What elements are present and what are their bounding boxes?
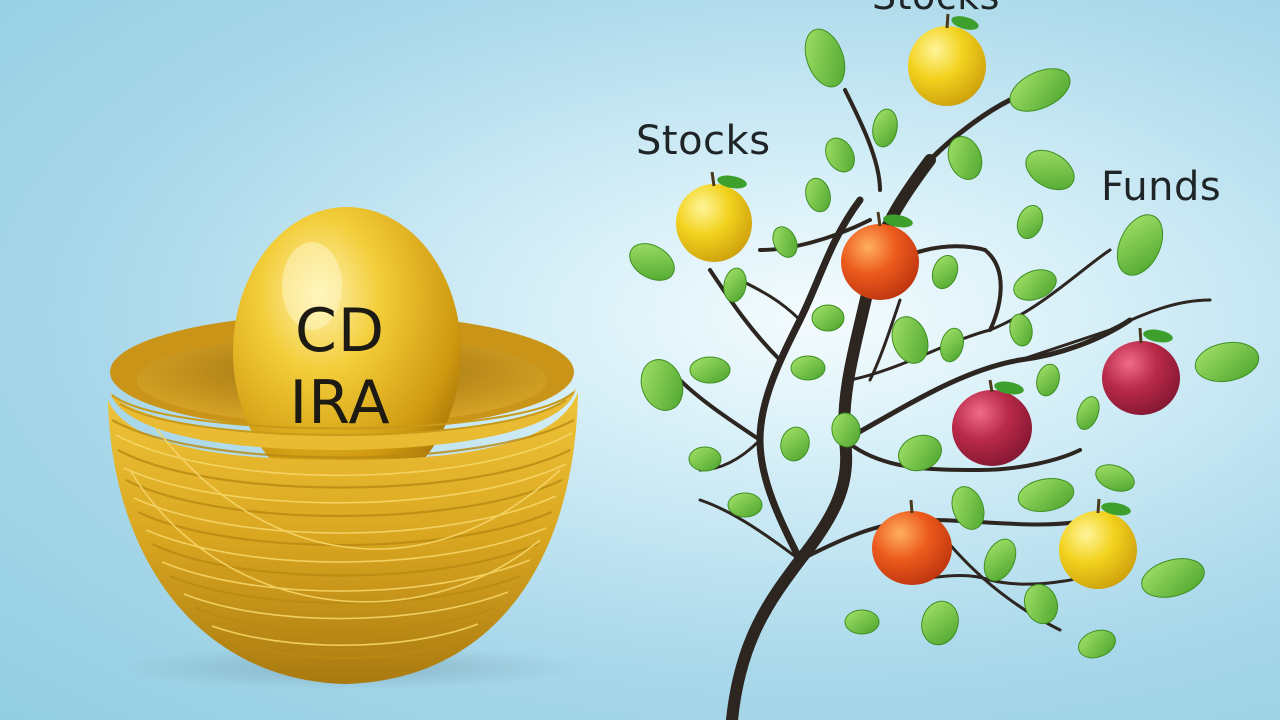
egg-label-line1: CD xyxy=(294,296,386,366)
apple-icon xyxy=(872,499,952,585)
leaf-icon xyxy=(831,412,861,448)
leaf-icon xyxy=(689,356,731,384)
apple-tree-icon xyxy=(629,13,1260,720)
leaf-icon xyxy=(931,255,959,289)
leaf-icon xyxy=(1095,464,1135,492)
leaf-icon xyxy=(772,226,798,258)
leaf-icon xyxy=(640,359,684,411)
leaf-icon xyxy=(1013,269,1057,301)
leaf-icon xyxy=(723,267,747,303)
leaf-icon xyxy=(921,600,959,646)
leaf-icon xyxy=(1076,396,1100,430)
leaf-icon xyxy=(1078,629,1116,659)
leaf-icon xyxy=(811,304,845,332)
straw-nest-icon xyxy=(108,207,578,684)
leaf-icon xyxy=(951,486,985,530)
leaf-icon xyxy=(872,108,898,148)
leaf-icon xyxy=(629,243,675,281)
leaf-icon xyxy=(804,28,846,88)
leaf-icon xyxy=(947,136,983,180)
apple-icon xyxy=(952,379,1032,466)
leaf-icon xyxy=(1025,149,1075,191)
leaf-icon xyxy=(891,316,929,364)
tree-label-top: Stocks xyxy=(872,0,1000,18)
tree-label-stocks: Stocks xyxy=(636,118,771,164)
tree-label-funds: Funds xyxy=(1101,164,1222,210)
apple-icon xyxy=(1102,327,1180,415)
apple-icon xyxy=(1059,498,1137,589)
leaf-icon xyxy=(898,434,942,472)
leaf-icon xyxy=(1009,313,1033,347)
leaf-icon xyxy=(688,446,722,472)
apple-icon xyxy=(676,171,752,262)
leaf-icon xyxy=(1141,558,1205,598)
golden-egg-icon xyxy=(233,207,461,497)
egg-label-line2: IRA xyxy=(289,368,391,438)
leaf-icon xyxy=(983,538,1017,582)
leaf-icon xyxy=(1023,583,1059,625)
leaf-icon xyxy=(1036,363,1060,397)
leaf-icon xyxy=(1017,478,1075,512)
leaf-icon xyxy=(1116,214,1164,276)
leaf-icon xyxy=(790,355,826,381)
leaf-icon xyxy=(1194,341,1260,383)
leaf-icon xyxy=(939,327,965,363)
apple-icon xyxy=(908,13,986,106)
leaf-icon xyxy=(1009,68,1071,112)
leaf-icon xyxy=(727,492,763,518)
leaf-icon xyxy=(844,609,880,635)
leaf-icon xyxy=(1016,205,1044,239)
leaf-icon xyxy=(780,426,810,462)
leaf-icon xyxy=(825,137,855,173)
leaf-icon xyxy=(805,177,831,213)
apple-icon xyxy=(841,211,919,300)
